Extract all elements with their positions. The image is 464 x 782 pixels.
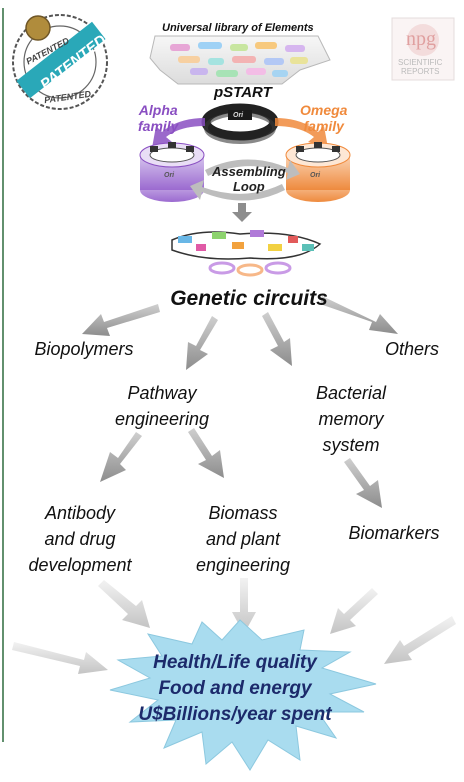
library-title: Universal library of Elements <box>162 22 314 34</box>
genetic-circuits-label: Genetic circuits <box>170 287 328 310</box>
journal-logo-mark: npg <box>406 28 436 50</box>
impact-line-billions: U$Billions/year spent <box>138 704 332 725</box>
impact-text: Health/Life quality Food and energy U$Bi… <box>110 650 360 728</box>
impact-line-food: Food and energy <box>158 678 312 699</box>
genetic-circuit-construct <box>171 230 322 277</box>
assembling-loop-label: Assembling Loop <box>212 164 286 194</box>
biopolymers-label: Biopolymers <box>34 339 134 359</box>
second-level-arrows <box>100 428 382 508</box>
first-level-arrows <box>82 296 398 370</box>
biomass-plant-label: Biomass and plant engineering <box>195 503 291 575</box>
universal-library-box <box>149 35 331 85</box>
alpha-ori-label: Ori <box>164 172 175 179</box>
alpha-plasmid-stack <box>139 142 205 202</box>
omega-family-label: Omega family <box>300 102 348 134</box>
loop-arrow-top <box>205 159 300 180</box>
biomarkers-label: Biomarkers <box>348 523 440 543</box>
omega-ori-label: Ori <box>310 172 321 179</box>
patented-stamp <box>12 14 108 110</box>
pathway-engineering-label: Pathway engineering <box>114 383 210 429</box>
arrow-to-circuit <box>232 203 252 222</box>
others-label: Others <box>384 339 440 359</box>
converging-arrows <box>12 578 456 674</box>
omega-plasmid-stack <box>285 142 351 202</box>
journal-logo <box>391 17 455 81</box>
pstart-ori-label: Ori <box>233 112 244 119</box>
bacterial-memory-label: Bacterial memory system <box>315 383 387 455</box>
arrow-to-alpha <box>152 118 205 148</box>
loop-arrow-bottom <box>190 180 285 201</box>
journal-name: SCIENTIFIC REPORTS <box>398 58 443 76</box>
antibody-drug-label: Antibody and drug development <box>28 503 132 575</box>
pstart-label: pSTART <box>214 84 272 101</box>
impact-line-health: Health/Life quality <box>153 652 317 673</box>
alpha-family-label: Alpha family <box>138 102 179 134</box>
pstart-plasmid <box>201 103 279 144</box>
arrow-to-omega <box>275 118 328 148</box>
impact-starburst <box>109 619 377 771</box>
